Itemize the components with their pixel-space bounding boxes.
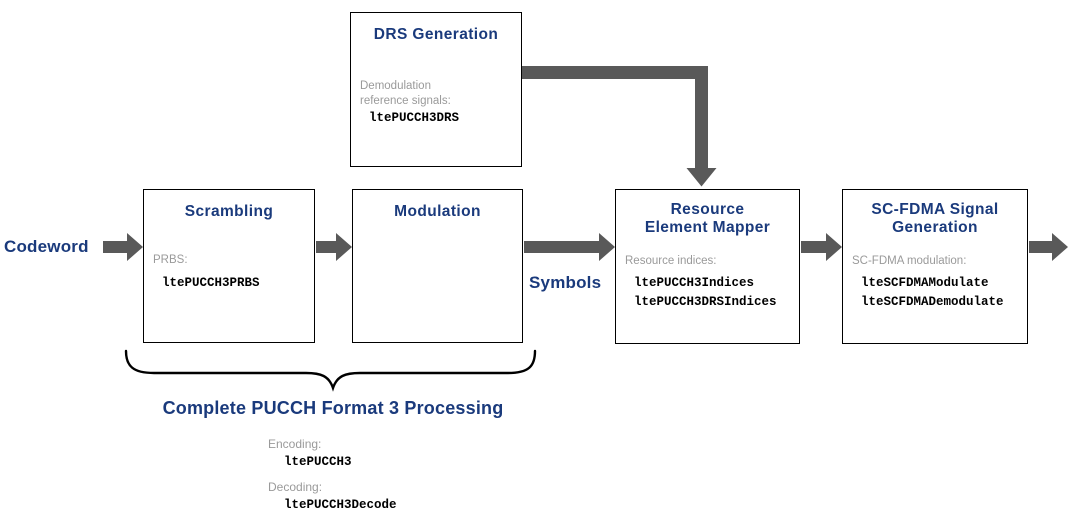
arrow-drs-to-mapper-elbow-icon — [522, 66, 717, 187]
function-name: ltePUCCH3Indices — [634, 276, 755, 290]
node-title: Scrambling — [184, 203, 274, 220]
input-label-codeword: Codeword — [4, 237, 89, 256]
edge-label-symbols: Symbols — [529, 273, 602, 292]
node-resource-element-mapper: Resource Element Mapper Resource indices… — [615, 189, 800, 344]
node-title: SC-FDMA Signal Generation — [871, 201, 999, 236]
under-brace-icon — [124, 349, 537, 392]
node-caption: PRBS: — [153, 254, 188, 266]
encoding-label: Encoding: — [268, 437, 322, 451]
arrow-codeword-input-icon — [103, 233, 143, 261]
node-scfdma-signal-generation: SC-FDMA Signal Generation SC-FDMA modula… — [842, 189, 1028, 344]
function-name: lteSCFDMADemodulate — [861, 295, 1004, 309]
brace-caption: Complete PUCCH Format 3 Processing — [162, 398, 504, 418]
node-caption: Resource indices: — [625, 255, 717, 267]
node-modulation: Modulation — [352, 189, 523, 343]
node-function-list: ltePUCCH3DRS — [369, 109, 459, 128]
node-scrambling: Scrambling PRBS: ltePUCCH3PRBS — [143, 189, 315, 343]
function-name: ltePUCCH3DRS — [369, 111, 460, 125]
node-title: Resource Element Mapper — [644, 201, 771, 236]
decoding-label: Decoding: — [268, 480, 323, 494]
node-function-list: ltePUCCH3PRBS — [162, 274, 260, 293]
decoding-function: ltePUCCH3Decode — [284, 498, 397, 512]
function-name: lteSCFDMAModulate — [861, 276, 989, 290]
node-drs-generation: DRS Generation Demodulation reference si… — [350, 12, 522, 167]
node-title: Modulation — [394, 203, 481, 220]
encoding-function: ltePUCCH3 — [284, 455, 352, 469]
arrow-modulation-to-mapper-icon — [524, 233, 615, 261]
node-function-list: ltePUCCH3Indices ltePUCCH3DRSIndices — [634, 274, 777, 312]
arrow-mapper-to-scfdma-icon — [801, 233, 842, 261]
node-caption: SC-FDMA modulation: — [852, 255, 967, 267]
function-name: ltePUCCH3PRBS — [162, 276, 260, 290]
node-function-list: lteSCFDMAModulate lteSCFDMADemodulate — [861, 274, 1004, 312]
arrow-scrambling-to-modulation-icon — [316, 233, 352, 261]
node-caption: Demodulation reference signals: — [360, 80, 451, 107]
arrow-scfdma-output-icon — [1029, 233, 1068, 261]
function-name: ltePUCCH3DRSIndices — [634, 295, 777, 309]
node-title: DRS Generation — [373, 26, 499, 43]
